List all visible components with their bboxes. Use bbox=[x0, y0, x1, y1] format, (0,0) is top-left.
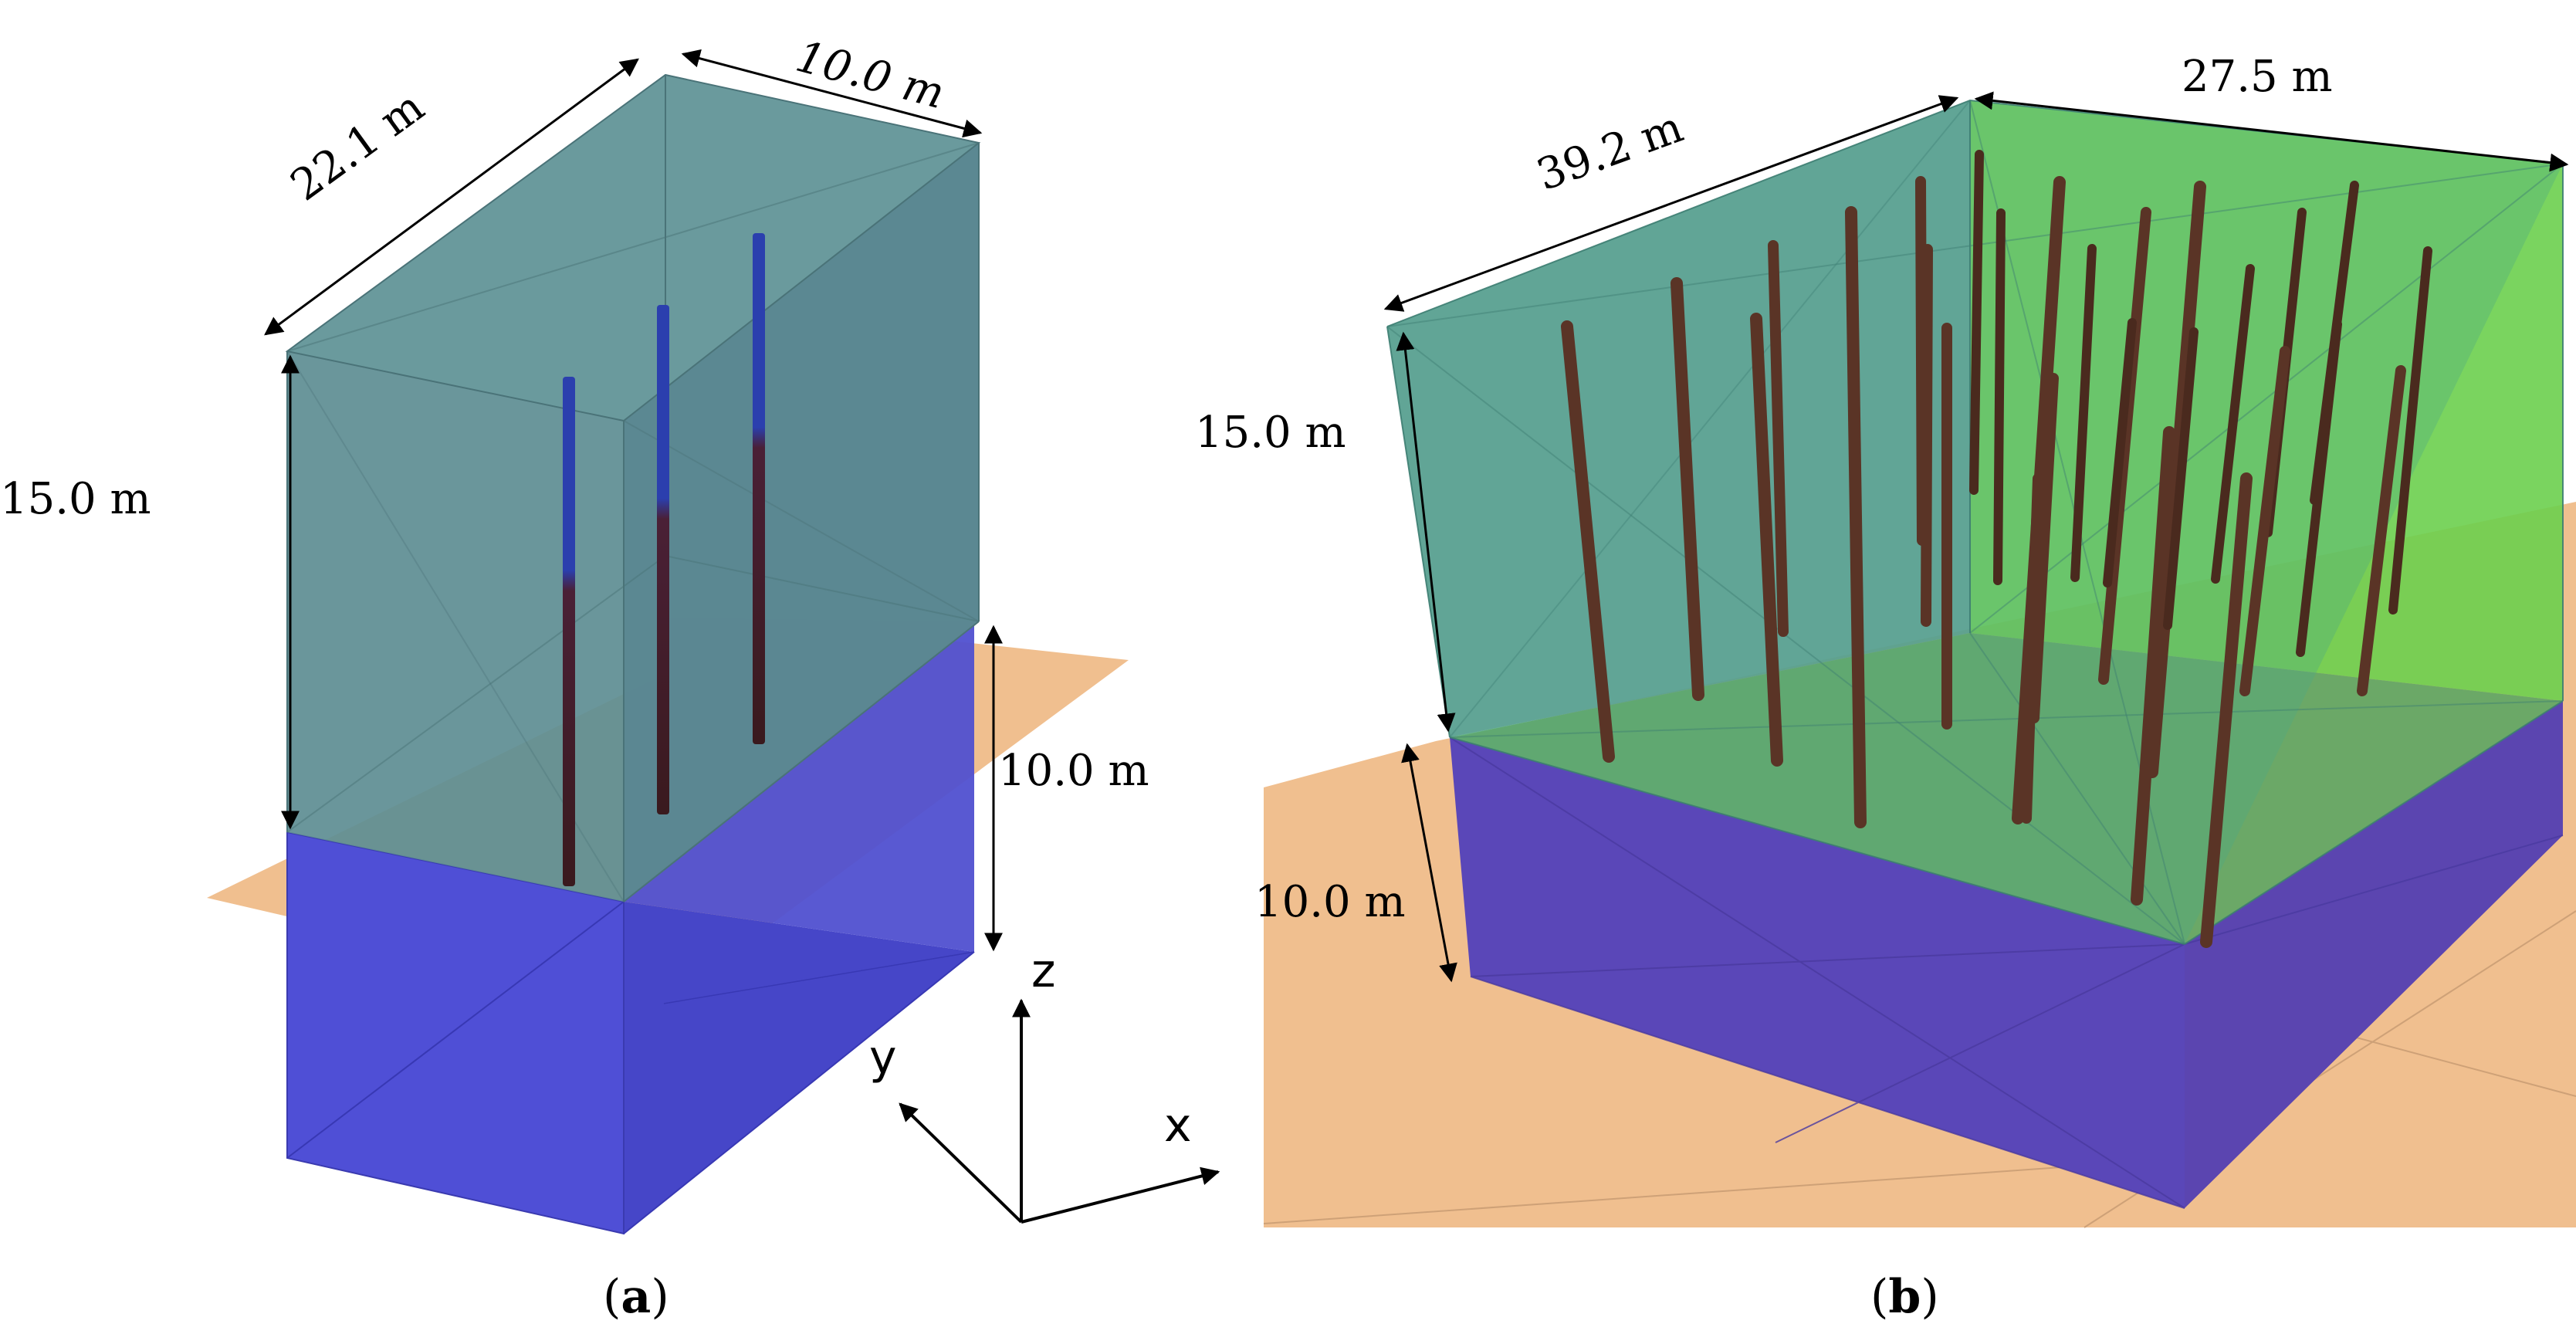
pile bbox=[2070, 244, 2097, 582]
dimension-lines-a bbox=[264, 49, 1003, 952]
caption-b: (b) bbox=[1870, 1270, 1939, 1324]
dim-height-lower-b: 10.0 m bbox=[1254, 877, 1406, 927]
panel-b: 39.2 m 27.5 m 15.0 m 10.0 m (b) bbox=[1195, 52, 2576, 1324]
pile bbox=[1561, 320, 1615, 763]
dim-height-upper-b: 15.0 m bbox=[1195, 408, 1346, 458]
pile bbox=[753, 233, 765, 744]
pile bbox=[2211, 264, 2255, 584]
pile bbox=[2200, 472, 2253, 948]
pile bbox=[1993, 208, 2006, 585]
pile bbox=[657, 305, 669, 814]
pile bbox=[2357, 365, 2406, 696]
axis-label-y: y bbox=[869, 1031, 897, 1085]
pile bbox=[2131, 426, 2175, 906]
lower-soil-block-b bbox=[1449, 701, 2564, 1209]
pile bbox=[2163, 327, 2199, 630]
pile bbox=[2239, 346, 2290, 696]
dimension-lines-b bbox=[1383, 91, 2569, 983]
pile bbox=[2103, 318, 2137, 587]
pile bbox=[1671, 277, 1704, 701]
axis-label-x: x bbox=[1164, 1099, 1192, 1153]
pile bbox=[2021, 473, 2043, 824]
pile bbox=[2388, 246, 2432, 615]
pile bbox=[1845, 206, 1867, 828]
coordinate-axes bbox=[899, 998, 1220, 1224]
dim-width-a: 10.0 m bbox=[790, 32, 949, 119]
piles-a bbox=[563, 233, 765, 886]
dim-length-a: 22.1 m bbox=[282, 82, 433, 212]
pile bbox=[1969, 150, 1984, 495]
dim-length-b: 39.2 m bbox=[1531, 102, 1690, 201]
dim-height-upper-a: 15.0 m bbox=[0, 474, 151, 524]
pile bbox=[563, 377, 575, 886]
caption-a: (a) bbox=[603, 1270, 669, 1324]
pile bbox=[2310, 181, 2359, 505]
piles-b bbox=[1561, 150, 2432, 948]
pile bbox=[1750, 313, 1783, 767]
dim-width-b: 27.5 m bbox=[2182, 52, 2333, 102]
pile bbox=[1921, 244, 1933, 627]
pile bbox=[2029, 373, 2059, 723]
dim-height-lower-a: 10.0 m bbox=[998, 746, 1149, 796]
axis-label-z: z bbox=[1031, 944, 1056, 998]
panel-a: 22.1 m 10.0 m 15.0 m 10.0 m z y x (a) bbox=[0, 32, 1220, 1324]
